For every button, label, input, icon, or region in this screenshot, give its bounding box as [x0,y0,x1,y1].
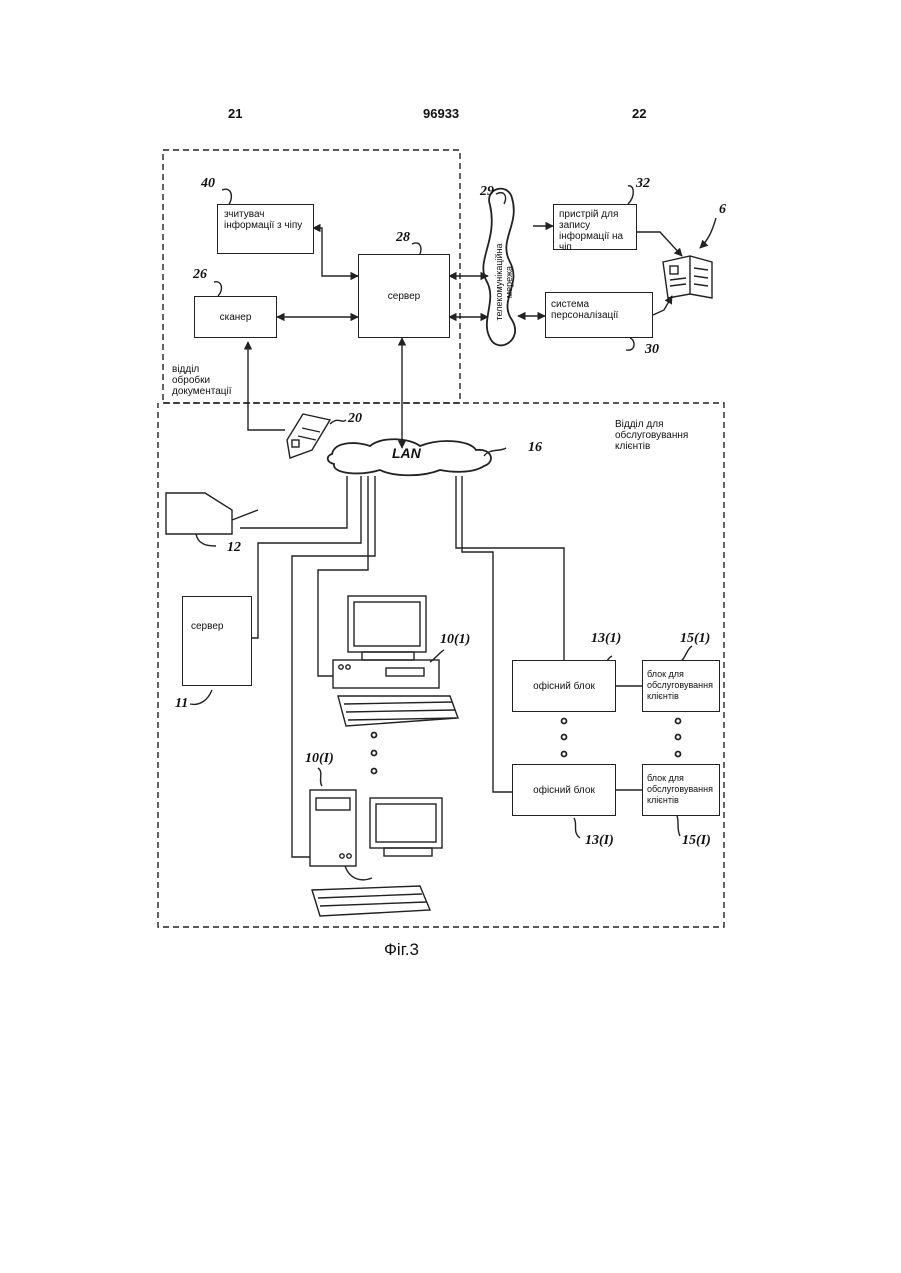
chip-reader-box: зчитувач інформації з чіпу [217,204,314,254]
form-scanner-link [248,342,285,430]
server-lan-label: сервер [191,621,223,632]
server-top-box: сервер [358,254,450,338]
personalization-label: система персоналізації [551,299,618,321]
document-passport [663,256,712,298]
reader-server-link [313,228,358,276]
ref-personalization: 30 [645,342,659,358]
office-block-n-label: офісний блок [533,785,595,796]
client-service-1-label: блок для обслуговування клієнтів [647,669,713,701]
workstation-1 [333,596,458,726]
scanner-box: сканер [194,296,277,338]
ref-server-lan: 11 [175,696,188,712]
ref-client-n: 15(I) [682,833,711,849]
scanner-label: сканер [220,312,252,323]
leader-15-n [676,814,680,836]
ref-network: 29 [480,184,494,200]
ref-office-1: 13(1) [591,631,621,647]
leader-12 [196,534,216,546]
workstation-n [310,790,442,916]
writer-document-link [637,232,682,256]
leader-10-n [318,768,322,786]
leader-29 [496,193,506,204]
doc-dept-label: відділ обробки документації [172,364,238,397]
lan-printer-wire [240,476,347,528]
lan-server-wire [244,476,361,638]
server-top-label: сервер [388,291,420,302]
ref-document: 6 [719,202,726,218]
office-block-n-box: офісний блок [512,764,616,816]
leader-20 [330,420,346,424]
chip-writer-label: пристрій для запису інформації на чіп [559,209,623,253]
client-dept-label: Відділ для обслуговування клієнтів [615,419,715,452]
ref-client-1: 15(1) [680,631,710,647]
ref-workstation-1: 10(1) [440,632,470,648]
ref-scanner: 26 [193,267,207,283]
ref-lan: 16 [528,440,542,456]
client-service-n-label: блок для обслуговування клієнтів [647,773,713,805]
ref-printer: 12 [227,540,241,556]
lan-label: LAN [392,448,421,459]
leader-30 [626,338,634,350]
ref-workstation-n: 10(I) [305,751,334,767]
leader-6 [700,218,716,248]
chip-writer-box: пристрій для запису інформації на чіп [553,204,637,250]
office-block-1-box: офісний блок [512,660,616,712]
ref-server-top: 28 [396,230,410,246]
leader-26 [214,282,221,296]
figure-caption: Фіг.3 [384,940,419,960]
client-service-n-box: блок для обслуговування клієнтів [642,764,720,816]
office-block-1-label: офісний блок [533,681,595,692]
server-lan-box: сервер [182,596,252,686]
leader-13-n [574,818,580,838]
leader-32 [628,186,633,204]
client-service-1-box: блок для обслуговування клієнтів [642,660,720,712]
personalization-document-link [653,296,672,315]
ref-reader: 40 [201,176,215,192]
leader-11 [190,690,212,704]
ref-chip-writer: 32 [636,176,650,192]
ref-office-n: 13(I) [585,833,614,849]
lan-office1-wire [456,476,564,660]
ref-form: 20 [348,411,362,427]
personalization-box: система персоналізації [545,292,653,338]
document-form [287,414,330,458]
network-label: телекомунікаційна мережа [494,230,514,334]
chip-reader-label: зчитувач інформації з чіпу [224,209,302,231]
